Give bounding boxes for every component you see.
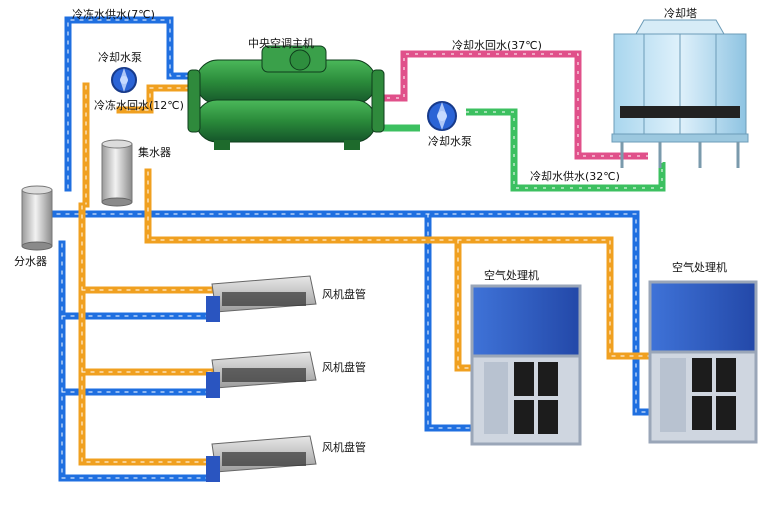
chilled-return-main-pipe bbox=[144, 168, 664, 360]
chilled-return-label: 冷冻水回水(12℃) bbox=[94, 99, 184, 112]
cooling-tower bbox=[611, 19, 749, 168]
water-distributor-tank bbox=[21, 185, 53, 251]
cooling-tower-label: 冷却塔 bbox=[664, 7, 697, 20]
chilled-return-riser bbox=[78, 202, 218, 466]
central-chiller-unit bbox=[187, 45, 385, 150]
fcu-3-label: 风机盘管 bbox=[322, 441, 366, 454]
fan-coil-unit-2 bbox=[206, 351, 317, 398]
water-collector-tank bbox=[101, 139, 133, 207]
fcu-1-label: 风机盘管 bbox=[322, 288, 366, 301]
air-handling-unit-2 bbox=[648, 280, 758, 444]
fcu-2-label: 风机盘管 bbox=[322, 361, 366, 374]
distributor-label: 分水器 bbox=[14, 255, 47, 268]
collector-label: 集水器 bbox=[138, 146, 171, 159]
chilled-water-supply-pipes bbox=[44, 16, 664, 482]
fan-coil-unit-3 bbox=[206, 435, 317, 482]
chilled-supply-label: 冷冻水供水(7℃) bbox=[72, 8, 155, 21]
chilled-water-pump-icon bbox=[111, 67, 137, 93]
cooling-water-return-pipe bbox=[378, 50, 648, 160]
cooling-supply-label: 冷却水供水(32℃) bbox=[530, 170, 620, 183]
chilled-pump-label: 冷却水泵 bbox=[98, 51, 142, 64]
air-handling-unit-1 bbox=[470, 284, 582, 446]
chilled-supply-branch-ahu1 bbox=[424, 210, 476, 432]
cooling-water-pump-icon bbox=[427, 101, 457, 131]
ahu-2-label: 空气处理机 bbox=[672, 261, 727, 274]
cooling-water-supply-pipe bbox=[378, 108, 666, 192]
fan-coil-unit-1 bbox=[206, 275, 317, 322]
cooling-pump-label: 冷却水泵 bbox=[428, 135, 472, 148]
chiller-label: 中央空调主机 bbox=[248, 37, 314, 50]
chilled-return-pipe-to-chiller bbox=[116, 84, 202, 114]
cooling-return-label: 冷却水回水(37℃) bbox=[452, 39, 542, 52]
ahu-1-label: 空气处理机 bbox=[484, 269, 539, 282]
